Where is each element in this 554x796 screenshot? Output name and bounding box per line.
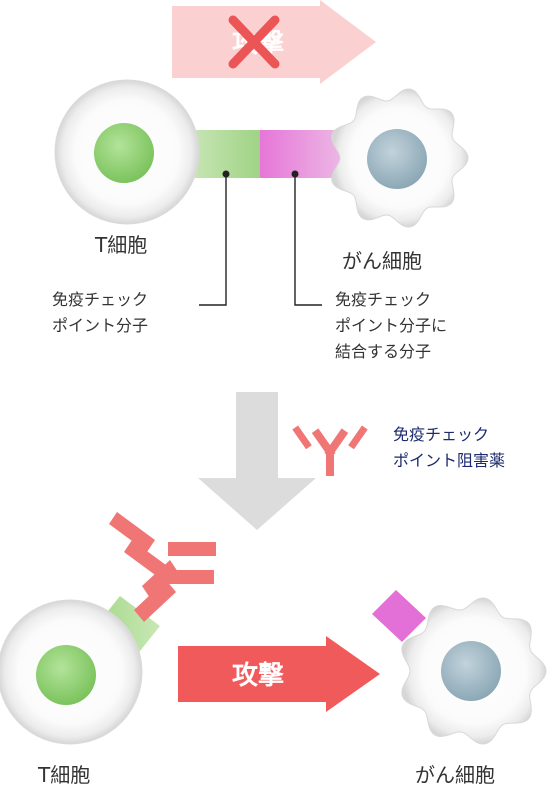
cancer-cell-label-bottom: がん細胞: [415, 763, 495, 787]
cancer-cell-nucleus: [441, 641, 501, 701]
blocked-x-icon: [228, 15, 280, 69]
binding-molecule-bar: [260, 130, 340, 178]
blocked-attack-arrow: 攻撃: [172, 0, 376, 84]
t-cell-label-bottom: T細胞: [37, 763, 90, 787]
t-cell-nucleus: [36, 645, 96, 705]
attack-arrow-faded: [172, 0, 376, 84]
cancer-cell-nucleus: [367, 129, 427, 189]
checkpoint-molecule-label: 免疫チェック ポイント分子: [52, 290, 153, 335]
drug-label: 免疫チェック ポイント阻害薬: [393, 425, 505, 470]
t-cell-nucleus: [94, 123, 154, 183]
cancer-cell-label-top: がん細胞: [342, 249, 422, 273]
attack-arrow: 攻撃: [178, 636, 380, 712]
cancer-cell-bottom: [401, 597, 547, 745]
binding-molecule-free: [372, 590, 426, 642]
antibody-icon: [292, 425, 368, 476]
t-cell-bottom: [0, 599, 143, 745]
attack-label: 攻撃: [232, 661, 284, 691]
leader-lines: [199, 170, 322, 306]
down-arrow: [198, 392, 316, 530]
binding-molecule-label: 免疫チェック ポイント分子に 結合する分子: [335, 290, 452, 361]
checkpoint-molecule-bound: [96, 596, 160, 656]
t-cell-label-top: T細胞: [94, 233, 147, 257]
antibody-bound-icon: [109, 512, 216, 622]
cancer-cell-top: [331, 88, 469, 228]
t-cell-top: [54, 79, 200, 225]
